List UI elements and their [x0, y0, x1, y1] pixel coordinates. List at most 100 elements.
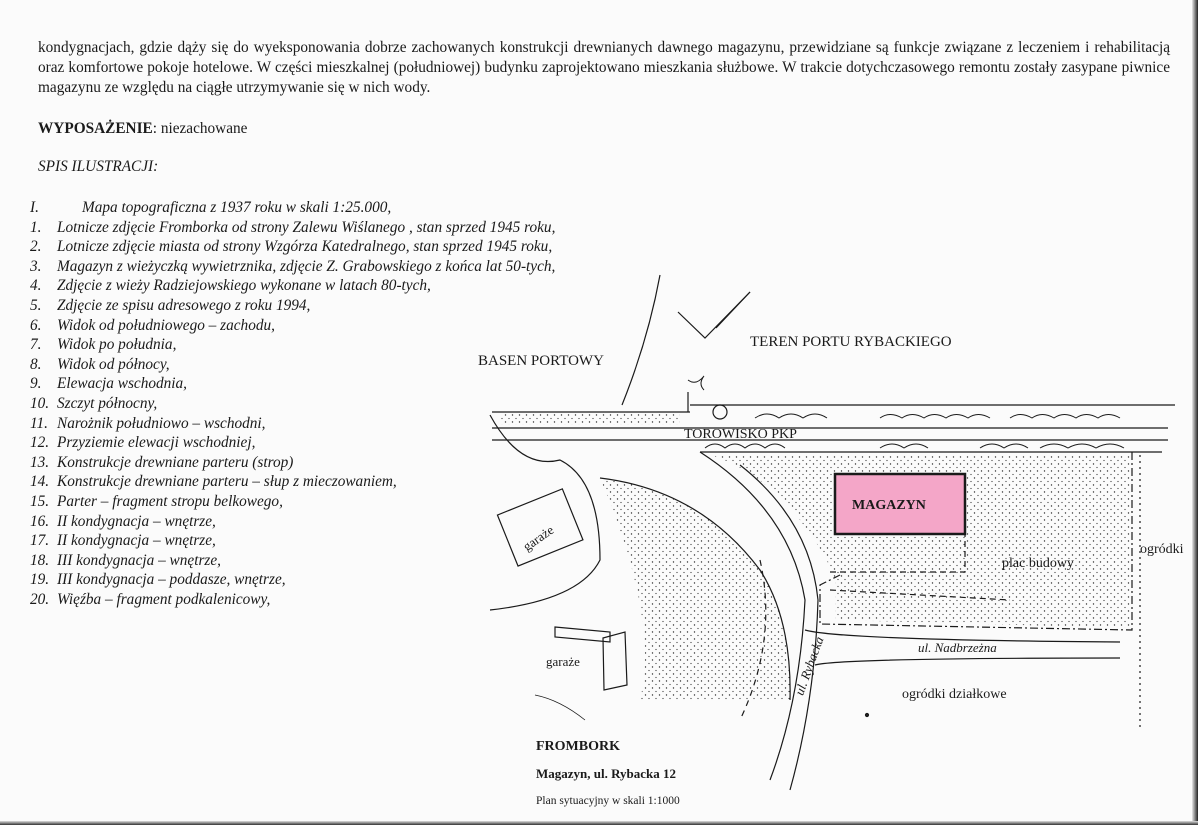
garage-block-2	[554, 626, 628, 691]
list-item-number: 19.	[30, 571, 50, 589]
label-address: Magazyn, ul. Rybacka 12	[536, 766, 676, 781]
list-item-text: II kondygnacja – wnętrze,	[57, 512, 216, 530]
list-item: 6. Widok od południowego – zachodu,	[30, 316, 555, 336]
list-item: 15. Parter – fragment stropu belkowego,	[30, 492, 555, 512]
equipment-value: : niezachowane	[152, 120, 248, 137]
list-item: 20. Więźba – fragment podkalenicowy,	[30, 590, 555, 610]
list-item-number: 18.	[30, 551, 50, 569]
list-item-number: 14.	[30, 473, 50, 491]
list-item: 9. Elewacja wschodnia,	[30, 374, 555, 394]
list-item-text: Lotnicze zdjęcie Fromborka od strony Zal…	[57, 218, 556, 236]
list-item-number: 9.	[30, 375, 42, 393]
warehouse-building	[833, 472, 967, 536]
list-item: 12. Przyziemie elewacji wschodniej,	[30, 433, 555, 453]
list-item-number: 5.	[30, 296, 42, 314]
list-item: 2. Lotnicze zdjęcie miasta od strony Wzgó…	[30, 237, 555, 257]
construction-site-boundary	[819, 452, 1133, 631]
list-item-number: 8.	[30, 355, 42, 373]
list-item: 3. Magazyn z wieżyczką wywietrznika, zdję…	[30, 257, 555, 277]
list-item: 8. Widok od północy,	[30, 355, 555, 375]
list-item-number: 13.	[30, 453, 50, 471]
list-item-number: 3.	[30, 257, 42, 275]
list-item: 1. Lotnicze zdjęcie Fromborka od strony Z…	[30, 218, 555, 238]
list-item: 10. Szczyt północny,	[30, 394, 555, 414]
list-item-number: 11.	[30, 414, 48, 432]
list-item-text: Widok od południowego – zachodu,	[57, 316, 275, 334]
list-item-number: 16.	[30, 512, 50, 530]
list-item-text: Widok po południa,	[57, 336, 177, 354]
road-rybacka	[699, 451, 819, 791]
list-item-text: Szczyt północny,	[57, 394, 158, 412]
label-construction-site: plac budowy	[1002, 556, 1074, 571]
list-item-text: Mapa topograficzna z 1937 roku w skali 1…	[82, 199, 392, 216]
equipment-line: WYPOSAŻENIE: niezachowane	[38, 120, 247, 138]
list-item: 11. Narożnik południowo – wschodni,	[30, 414, 555, 434]
label-warehouse: MAGAZYN	[852, 498, 926, 513]
map-dot	[864, 712, 870, 718]
illustrations-title: SPIS ILUSTRACJI:	[38, 158, 159, 175]
list-item-number: 2.	[30, 238, 42, 256]
list-item-number: 7.	[30, 336, 42, 354]
list-item-number: 17.	[30, 532, 50, 550]
list-item-text: Widok od północy,	[57, 355, 170, 373]
list-item: 19. III kondygnacja – poddasze, wnętrze,	[30, 570, 555, 590]
label-gardens-right: ogródki	[1140, 542, 1184, 557]
list-item-text: Magazyn z wieżyczką wywietrznika, zdjęci…	[57, 257, 556, 275]
label-port-basin: BASEN PORTOWY	[478, 353, 604, 369]
road-nadbrzezna	[804, 629, 1121, 666]
list-item: 13. Konstrukcje drewniane parteru (strop)	[30, 453, 555, 473]
list-item-number: I.	[30, 199, 39, 216]
list-item-text: III kondygnacja – wnętrze,	[57, 551, 221, 569]
list-item-number: 20.	[30, 590, 50, 608]
list-item-text: Elewacja wschodnia,	[57, 375, 188, 393]
list-item-text: Konstrukcje drewniane parteru (strop)	[57, 453, 294, 471]
label-railway: TOROWISKO PKP	[684, 427, 797, 442]
label-port-area: TEREN PORTU RYBACKIEGO	[750, 334, 952, 350]
list-item-text: Zdjęcie z wieży Radziejowskiego wykonane…	[57, 277, 431, 295]
list-item: 5. Zdjęcie ze spisu adresowego z roku 199…	[30, 296, 555, 316]
list-item-text: Narożnik południowo – wschodni,	[57, 414, 266, 432]
list-item: 16. II kondygnacja – wnętrze,	[30, 512, 555, 532]
label-street-rybacka: ul. Rybacka	[791, 634, 826, 697]
list-item-text: Więźba – fragment podkalenicowy,	[57, 590, 271, 608]
list-item: 17. II kondygnacja – wnętrze,	[30, 531, 555, 551]
list-item-text: Zdjęcie ze spisu adresowego z roku 1994,	[57, 296, 311, 314]
list-item: 14. Konstrukcje drewniane parteru – słup …	[30, 472, 555, 492]
scan-hand-mark	[534, 694, 586, 721]
garage-block	[489, 414, 601, 611]
list-item-number: 6.	[30, 316, 42, 334]
illustrations-list: I. Mapa topograficzna z 1937 roku w skali…	[30, 198, 555, 609]
list-item-number: 4.	[30, 277, 42, 295]
list-item: I. Mapa topograficzna z 1937 roku w skali…	[30, 198, 555, 218]
label-town: FROMBORK	[536, 739, 620, 754]
list-item-text: II kondygnacja – wnętrze,	[57, 532, 216, 550]
scan-edge-bottom	[0, 821, 1198, 825]
description-paragraph: kondygnacjach, gdzie dąży się do wyekspo…	[38, 39, 1170, 96]
green-area-edge	[599, 477, 791, 701]
equipment-label: WYPOSAŻENIE	[38, 120, 153, 137]
port-basin-outline	[621, 274, 661, 406]
list-item-text: Lotnicze zdjęcie miasta od strony Wzgórz…	[57, 238, 553, 256]
paved-area	[710, 455, 1130, 628]
label-street-nadbrzezna: ul. Nadbrzeżna	[918, 640, 997, 655]
label-garages-2: garaże	[546, 654, 580, 669]
list-item-number: 1.	[30, 218, 42, 236]
label-scale-note: Plan sytuacyjny w skali 1:1000	[536, 795, 680, 807]
green-area	[600, 478, 791, 700]
list-item-text: III kondygnacja – poddasze, wnętrze,	[57, 571, 286, 589]
list-item: 18. III kondygnacja – wnętrze,	[30, 551, 555, 571]
list-item-text: Przyziemie elewacji wschodniej,	[57, 434, 256, 452]
label-allotments: ogródki działkowe	[902, 687, 1007, 702]
railway-track	[492, 375, 1175, 453]
scan-edge-right	[1192, 0, 1198, 825]
list-item: 7. Widok po południa,	[30, 335, 555, 355]
list-item-number: 12.	[30, 434, 50, 452]
list-item: 4. Zdjęcie z wieży Radziejowskiego wykona…	[30, 276, 555, 296]
list-item-number: 15.	[30, 492, 50, 510]
list-item-number: 10.	[30, 394, 50, 412]
north-arrow-icon	[677, 291, 751, 339]
list-item-text: Konstrukcje drewniane parteru – słup z m…	[57, 473, 397, 491]
label-garages-1: garaże	[520, 522, 557, 554]
list-item-text: Parter – fragment stropu belkowego,	[57, 492, 283, 510]
